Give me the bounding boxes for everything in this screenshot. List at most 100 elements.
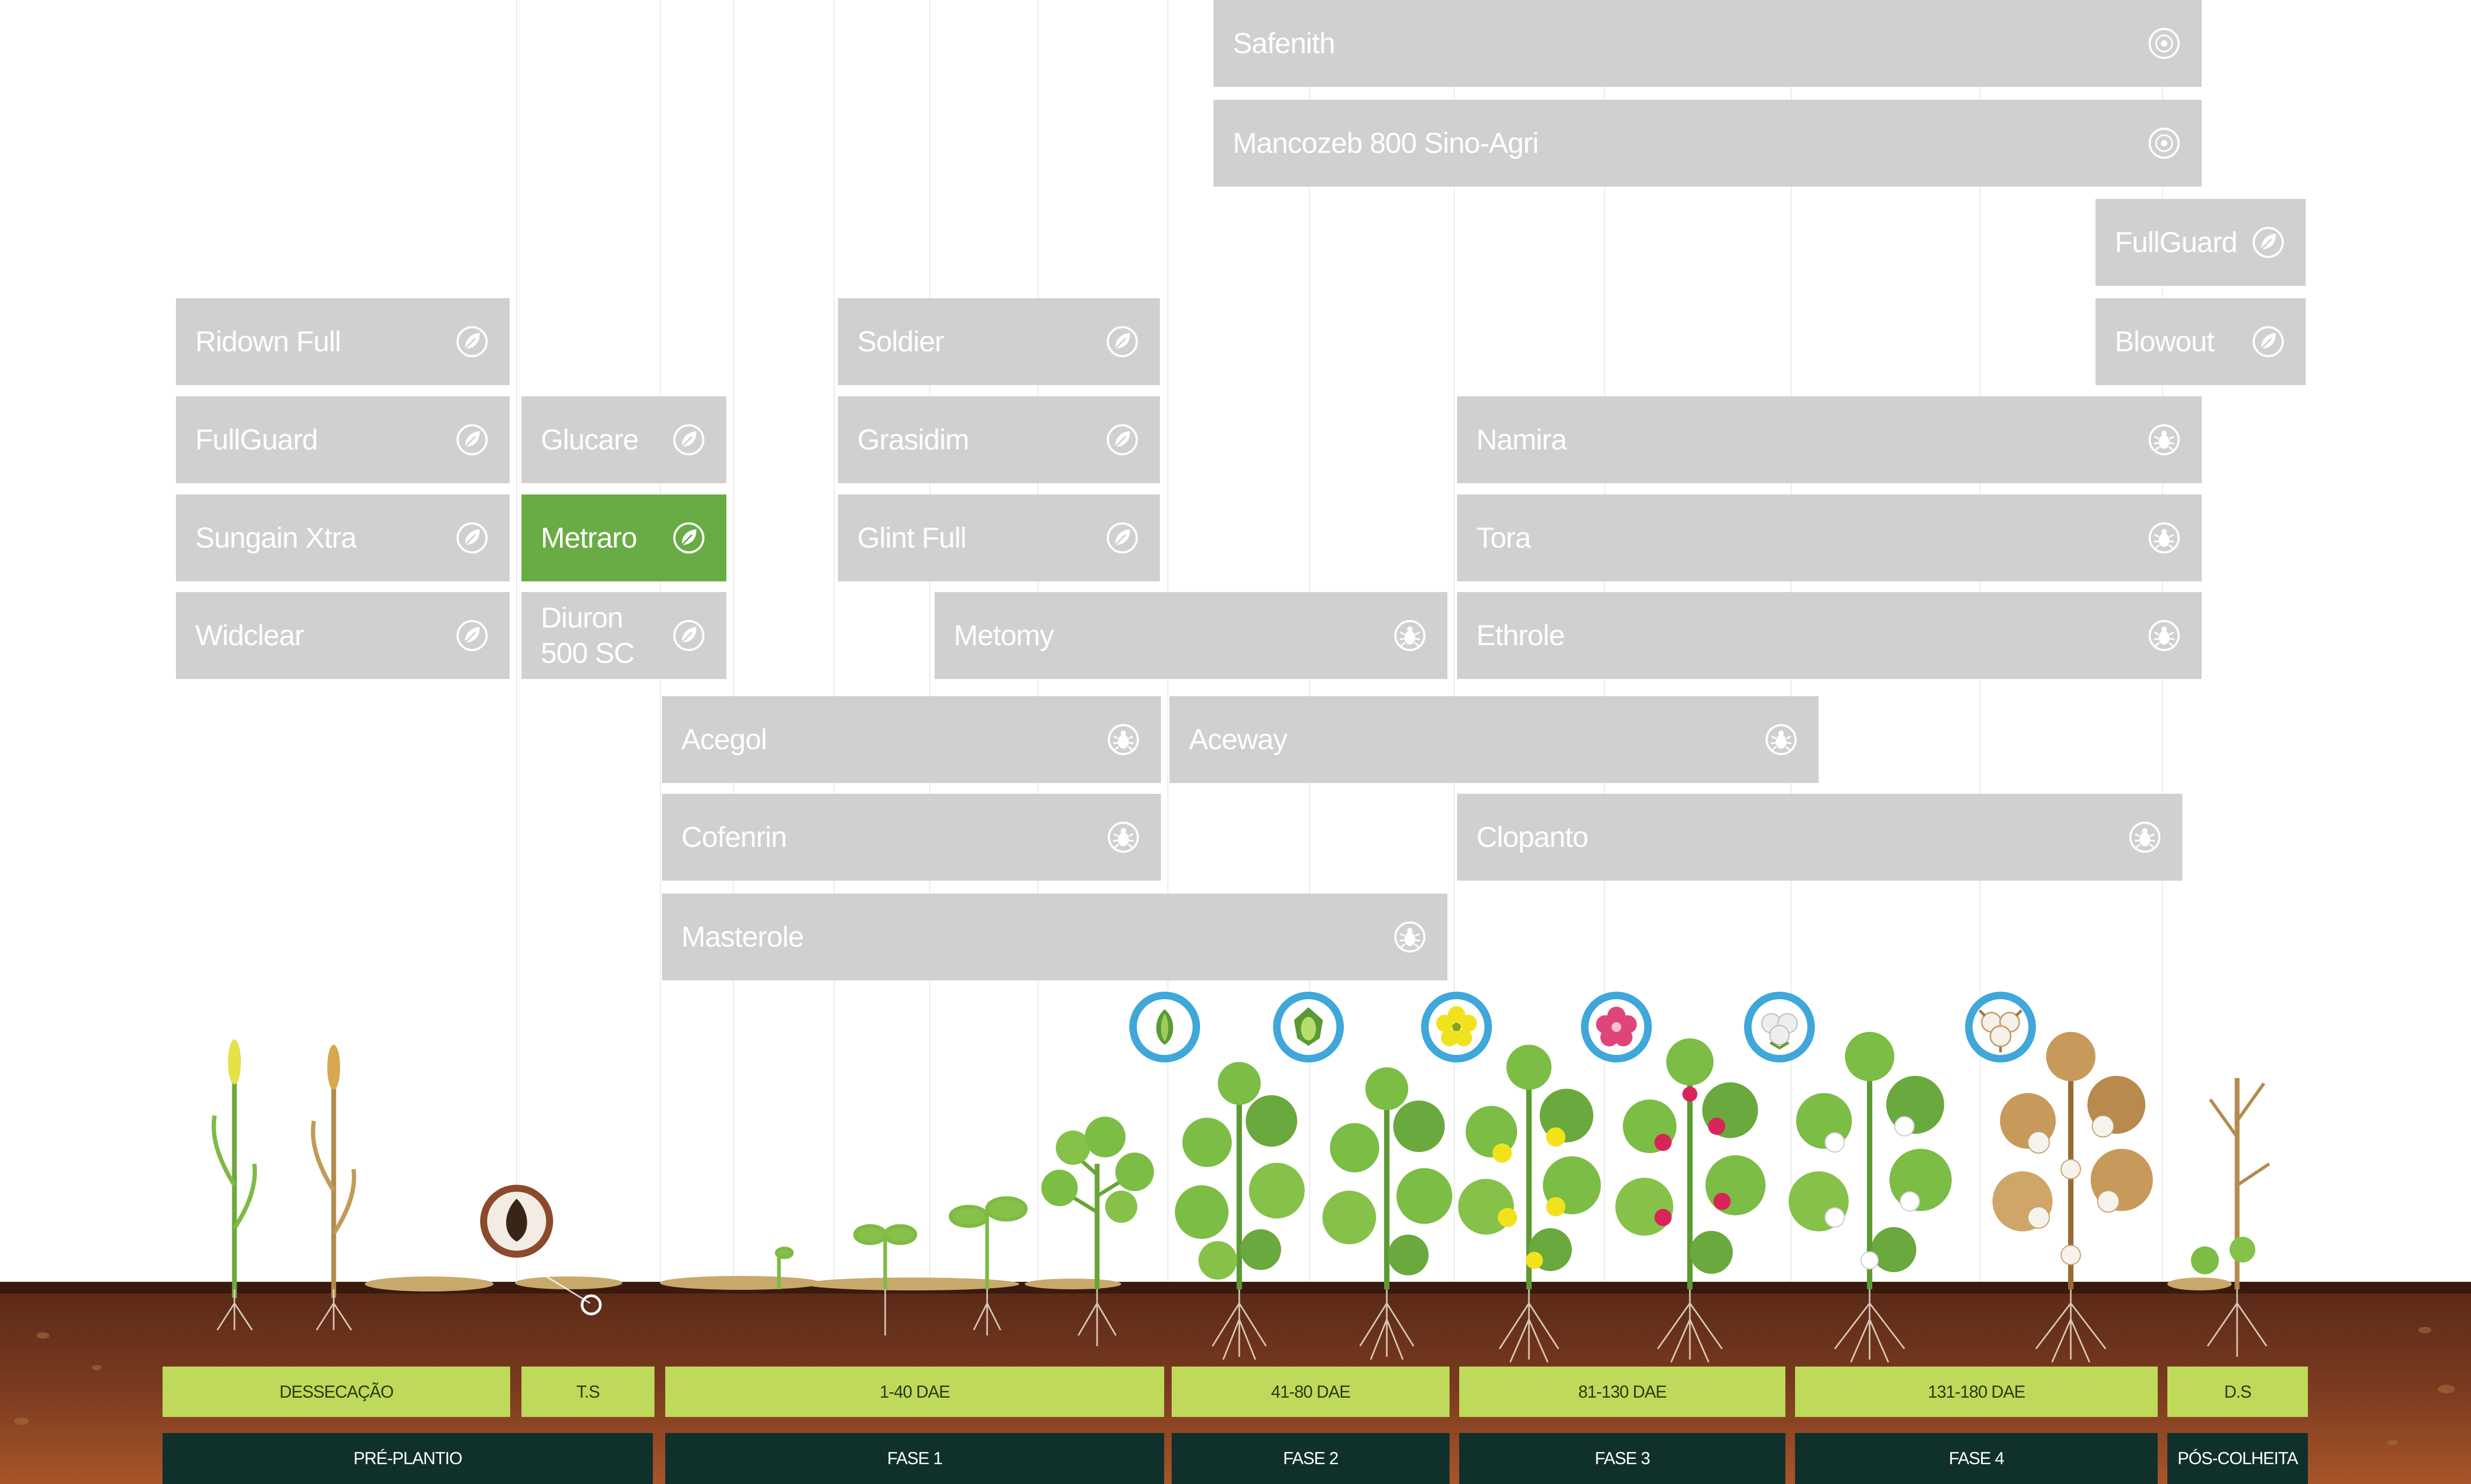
product-label: Mancozeb 800 Sino-Agri	[1233, 127, 1539, 159]
stage-open-bud-circle	[1273, 991, 1344, 1063]
product-bar[interactable]: Acegol	[662, 696, 1161, 783]
product-label: Glucare	[541, 424, 639, 456]
phase-name-label: FASE 2	[1283, 1449, 1339, 1468]
leaf-icon	[673, 620, 704, 651]
grid-line	[1454, 0, 1455, 1298]
fungus-icon	[2149, 28, 2180, 59]
phase-period-label: 1-40 DAE	[879, 1382, 951, 1401]
plant-fase2-b	[1322, 1067, 1452, 1289]
product-bar[interactable]: Cofenrin	[662, 794, 1161, 881]
stage-pink-flower-circle	[1580, 991, 1652, 1063]
product-label: Soldier	[857, 326, 944, 358]
stage-cotton-boll-circle	[1744, 991, 1815, 1063]
phase-period-box: 1-40 DAE	[665, 1367, 1164, 1417]
product-bar[interactable]: Grasidim	[838, 396, 1160, 483]
product-bar[interactable]: Widclear	[176, 592, 510, 679]
product-label: Ethrole	[1476, 619, 1565, 652]
grid-line	[733, 0, 734, 1298]
plant-fase2-a	[1175, 1062, 1305, 1289]
grid-line	[929, 0, 930, 1298]
leaf-icon	[457, 620, 488, 651]
phase-period-box: 131-180 DAE	[1795, 1367, 2158, 1417]
product-label: Metomy	[954, 619, 1054, 652]
bug-icon	[1766, 724, 1797, 755]
bug-icon	[1108, 724, 1139, 755]
leaf-icon	[457, 522, 488, 553]
yellow-flower-icon	[1421, 992, 1492, 1062]
grass-plant-dry	[311, 1045, 356, 1298]
plant-fase4-cotton	[1789, 1032, 1952, 1289]
product-label: FullGuard	[195, 424, 318, 456]
phase-name-box: PRÉ-PLANTIO	[163, 1433, 653, 1484]
phase-name-label: FASE 1	[887, 1449, 943, 1468]
product-label: Ridown Full	[195, 326, 341, 358]
product-label: Acegol	[681, 723, 767, 756]
seed-marker	[580, 1294, 602, 1316]
product-bar[interactable]: Aceway	[1170, 696, 1819, 783]
product-label: Diuron 500 SC	[541, 602, 635, 669]
stage-bud-circle	[1129, 991, 1201, 1063]
phase-period-label: DESSECAÇÃO	[279, 1382, 394, 1401]
leaf-icon	[457, 424, 488, 455]
product-bar[interactable]: Mancozeb 800 Sino-Agri	[1214, 100, 2202, 187]
phase-period-box: T.S	[521, 1367, 654, 1417]
product-label: Glint Full	[857, 522, 967, 554]
phase-period-label: 131-180 DAE	[1928, 1382, 2025, 1401]
plant-fase4-mature	[1992, 1032, 2153, 1289]
product-label: Clopanto	[1476, 821, 1588, 853]
product-bar[interactable]: Masterole	[662, 894, 1447, 980]
roots	[216, 1289, 2268, 1363]
stage-yellow-flower-circle	[1421, 991, 1492, 1063]
fungus-icon	[2149, 128, 2180, 159]
product-bar[interactable]: Blowout	[2095, 298, 2306, 385]
green-bud-icon	[1129, 992, 1200, 1062]
phase-period-box: DESSECAÇÃO	[163, 1367, 510, 1417]
phase-period-box: 81-130 DAE	[1459, 1367, 1785, 1417]
product-bar[interactable]: Tora	[1457, 494, 2202, 581]
phase-period-label: D.S	[2224, 1382, 2252, 1401]
open-bud-icon	[1273, 992, 1344, 1062]
phase-name-box: FASE 4	[1795, 1433, 2158, 1484]
bug-icon	[2149, 522, 2180, 553]
product-bar[interactable]: Metomy	[935, 592, 1447, 679]
phase-name-box: FASE 1	[665, 1433, 1164, 1484]
open-cotton-icon	[1965, 992, 2036, 1062]
bug-icon	[2129, 822, 2160, 853]
product-label: Safenith	[1233, 27, 1335, 60]
product-label: FullGuard	[2115, 226, 2238, 259]
bug-icon	[1394, 921, 1425, 953]
pink-flower-icon	[1581, 992, 1652, 1062]
product-bar[interactable]: Sungain Xtra	[176, 494, 510, 581]
product-bar[interactable]: Soldier	[838, 298, 1160, 385]
product-label: Aceway	[1189, 723, 1288, 756]
product-bar[interactable]: Glint Full	[838, 494, 1160, 581]
phase-period-label: T.S	[576, 1382, 600, 1401]
phase-name-box: FASE 2	[1172, 1433, 1450, 1484]
leaf-icon	[2253, 227, 2284, 258]
product-bar[interactable]: Ethrole	[1457, 592, 2202, 679]
phase-name-box: FASE 3	[1459, 1433, 1785, 1484]
product-label: Namira	[1476, 424, 1567, 456]
leaf-icon	[1107, 424, 1138, 455]
phase-name-label: FASE 4	[1948, 1449, 2004, 1468]
product-bar[interactable]: FullGuard	[2095, 199, 2306, 286]
product-bar-selected[interactable]: Metraro	[521, 494, 726, 581]
leaf-icon	[673, 424, 704, 455]
leaf-icon	[1107, 326, 1138, 357]
phase-name-box: PÓS-COLHEITA	[2167, 1433, 2308, 1484]
product-label: Masterole	[681, 921, 804, 953]
product-bar[interactable]: Glucare	[521, 396, 726, 483]
product-bar[interactable]: Namira	[1457, 396, 2202, 483]
product-bar[interactable]: Safenith	[1214, 0, 2202, 87]
product-bar[interactable]: Ridown Full	[176, 298, 510, 385]
grass-plant-green	[211, 1039, 257, 1298]
product-bar[interactable]: Diuron 500 SC	[521, 592, 726, 679]
young-plant	[1041, 1117, 1154, 1289]
soil-pebbles	[14, 1327, 2455, 1445]
product-bar[interactable]: Clopanto	[1457, 794, 2182, 881]
leaf-icon	[457, 326, 488, 357]
plant-fase3-pink	[1615, 1038, 1766, 1289]
leaf-icon	[673, 522, 704, 553]
product-bar[interactable]: FullGuard	[176, 396, 510, 483]
